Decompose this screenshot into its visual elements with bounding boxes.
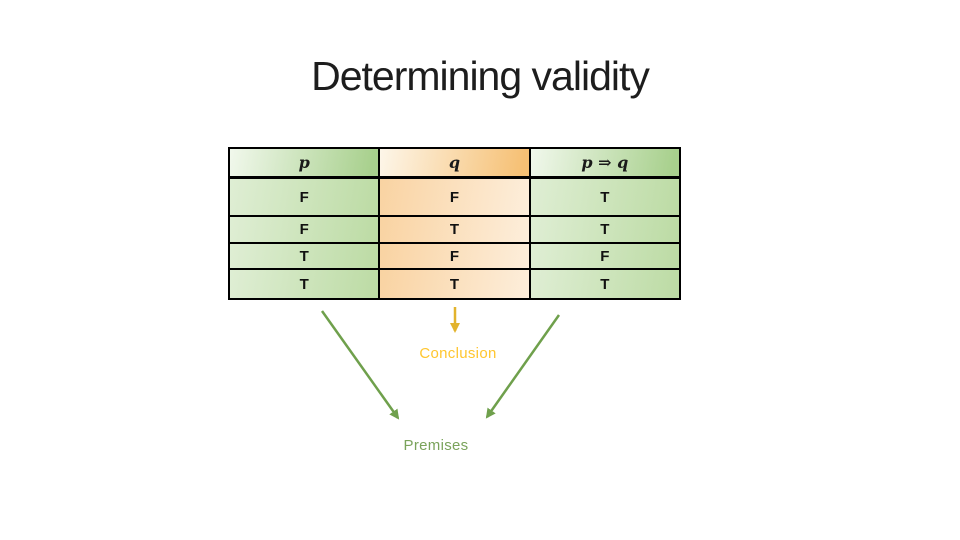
truth-cell-p: F bbox=[227, 215, 381, 244]
truth-cell-q: F bbox=[378, 242, 531, 270]
premises-label: Premises bbox=[403, 437, 469, 454]
table-header-row: p q p ⇒ q bbox=[227, 147, 682, 179]
truth-cell-result: T bbox=[528, 215, 682, 244]
truth-cell-p: T bbox=[227, 242, 381, 270]
truth-table: p q p ⇒ q F F T F T T T F F T bbox=[227, 147, 682, 300]
table-row: F T T bbox=[227, 215, 682, 244]
truth-cell-p: T bbox=[227, 268, 381, 300]
truth-cell-p: F bbox=[227, 176, 381, 217]
col-header-p: p bbox=[227, 147, 381, 179]
premises-arrow-right-icon bbox=[485, 314, 561, 419]
truth-table-header: p q p ⇒ q bbox=[227, 147, 682, 179]
table-row: T T T bbox=[227, 268, 682, 300]
truth-cell-q: F bbox=[378, 176, 531, 217]
truth-cell-result: T bbox=[528, 176, 682, 217]
table-row: T F F bbox=[227, 242, 682, 270]
col-header-q: q bbox=[378, 147, 531, 179]
table-row: F F T bbox=[227, 176, 682, 217]
truth-cell-q: T bbox=[378, 215, 531, 244]
truth-cell-q: T bbox=[378, 268, 531, 300]
premises-arrow-left-icon bbox=[320, 310, 400, 420]
slide-title: Determining validity bbox=[311, 53, 650, 99]
col-header-p-implies-q: p ⇒ q bbox=[528, 147, 682, 179]
truth-cell-result: F bbox=[528, 242, 682, 270]
conclusion-label: Conclusion bbox=[419, 345, 497, 362]
truth-cell-result: T bbox=[528, 268, 682, 300]
